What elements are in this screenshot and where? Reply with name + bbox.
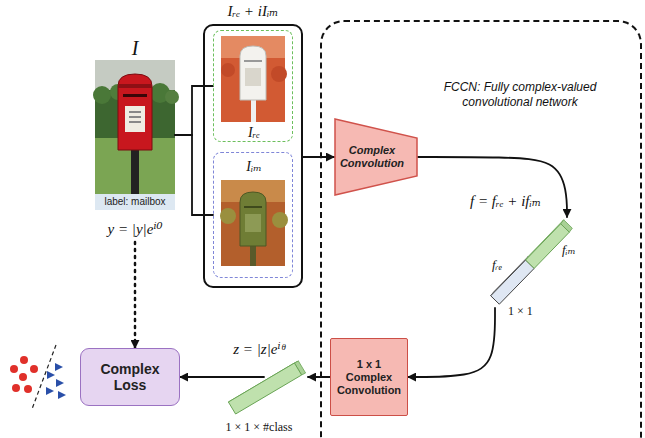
text-holder: Complex Convolution [334,118,418,196]
conv-trapezoid: Complex Convolution [334,118,418,196]
output-bar-part [228,363,301,414]
component-name: Iᵢₘ [214,158,294,175]
text-holder: Complex Loss [81,349,179,405]
output-bar [228,361,305,414]
input-photo-part [95,60,175,210]
real-part-photo-part [221,63,235,77]
feature-vector: f = fᵣₑ + ifᵢₘ fᵣₑ fᵢₘ 1 × 1 [470,192,600,332]
imaginary-image-box: Iᵢₘ [213,152,293,278]
imaginary-part-photo-part [244,206,262,208]
input-group: Iᵣₑ + iIᵢₘIᵣₑIᵢₘ [203,2,303,288]
dimension-label: 1 × 1 [508,304,533,319]
input-photo-part [93,86,111,104]
decision-boundary-icon-part [20,356,28,364]
decision-boundary-icon-part [55,363,63,371]
label-formula: y = |y|eⁱ⁰ [88,220,182,238]
feature-formula: f = fᵣₑ + ifᵢₘ [470,192,541,210]
decision-boundary-icon-part [30,365,38,373]
decision-boundary-icon-part [46,387,54,395]
real-part-photo-part [245,68,261,86]
input-photo-part [125,106,145,132]
input-photo-part [131,146,139,194]
text-holder: 1 x 1 Complex Convolution [331,339,407,415]
input-photo-part [129,111,141,113]
block-name: 1 x 1 Complex Convolution [336,358,402,397]
block-name: Complex Loss [94,361,166,393]
real-part-photo-part [240,46,266,100]
decision-boundary-icon-part [19,373,27,381]
imaginary-part-photo-part [220,208,236,224]
conv-box: 1 x 1 Complex Convolution [330,338,408,416]
loss-box: Complex Loss [80,348,180,406]
component-name: Iᵣₑ [214,125,294,141]
network-title: FCCN: Fully complex-valued convolutional… [420,80,620,110]
connector [180,376,264,378]
component-name: fᵣₑ [492,257,502,273]
network-region: FCCN: Fully complex-valued convolutional… [320,20,642,438]
input-photo-part [129,116,141,118]
dotted-arrow [134,242,137,348]
input-formula: Iᵣₑ + iIᵢₘ [203,2,303,20]
dimension-label: 1 × 1 × #class [210,420,308,435]
connector [303,156,334,158]
feature-bar [491,220,573,304]
imaginary-part-photo-part [245,214,261,232]
imaginary-part-photo [220,180,288,266]
decision-boundary-icon-part [47,371,55,379]
trapezoid-outline [335,119,417,195]
decision-boundary-icon-part [10,365,18,373]
imaginary-part-photo-part [250,244,256,266]
decision-boundary-icon-part [56,379,64,387]
decision-boundary-icon-part [24,385,32,393]
real-part-photo [221,36,287,122]
component-name: fᵢₘ [562,242,576,258]
input-photo [93,60,179,210]
connector [175,135,213,215]
real-part-photo-part [251,98,256,122]
real-part-photo-part [244,60,262,62]
input-photo-part [165,90,179,104]
input-photo-part [123,94,147,97]
block-name: Complex Convolution [339,144,405,170]
real-image-box: Iᵣₑ [213,30,293,142]
connector [418,157,567,217]
output-vector: z = |z|eⁱᶿ 1 × 1 × #class [210,340,308,438]
connector [308,376,330,378]
input-photo-part [118,84,152,88]
input-photo-part [118,74,152,150]
output-formula: z = |z|eⁱᶿ [210,340,308,358]
decision-boundary-icon [10,345,66,409]
image-symbol: I [88,36,182,60]
imaginary-part-photo-part [240,192,266,246]
decision-boundary-icon-part [58,391,66,399]
image-node: Ilabel: mailbox y = |y|eⁱ⁰ [88,36,182,242]
imaginary-part-photo-part [272,212,288,228]
input-photo-part [129,121,141,123]
image-label: label: mailbox [95,194,175,210]
decision-boundary-icon-part [32,345,56,409]
decision-boundary-icon-part [12,384,20,392]
connector [408,308,495,377]
group-border [203,24,303,288]
connector [175,86,213,135]
real-part-photo-part [271,66,287,82]
